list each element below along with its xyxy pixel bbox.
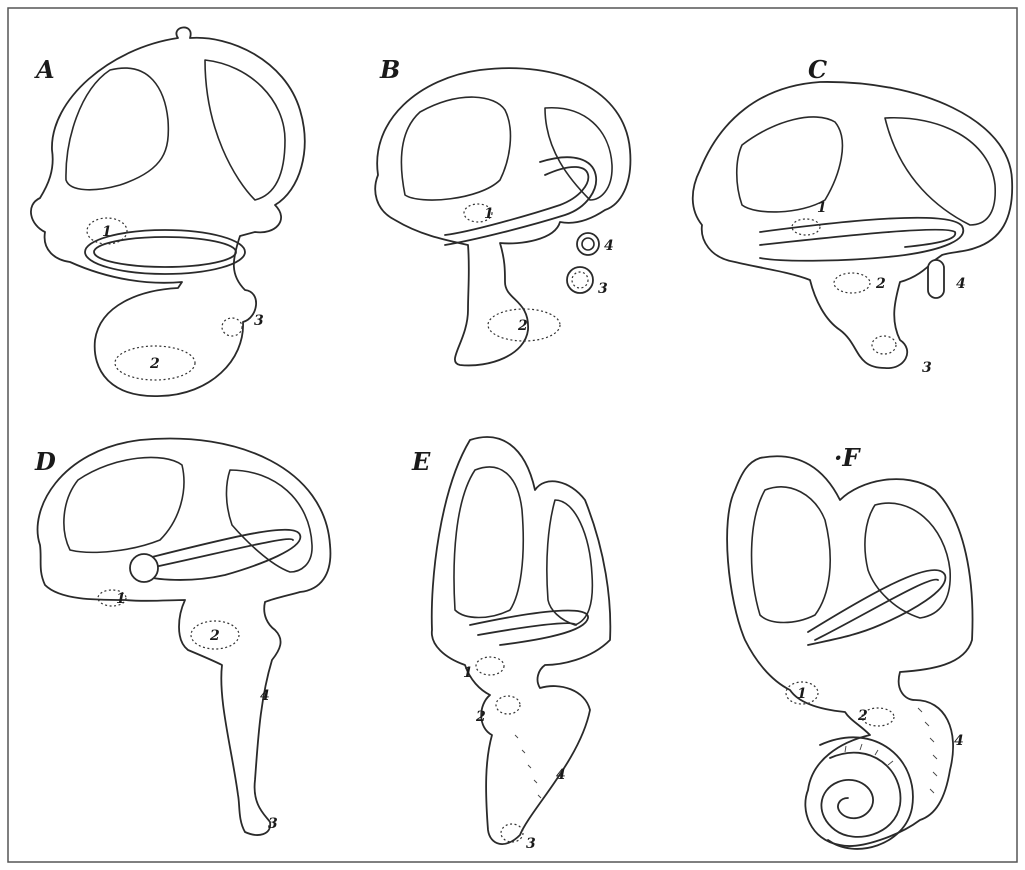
panel-b-num-4: 4	[604, 238, 614, 254]
panel-e-label: E	[411, 447, 431, 476]
panel-e-num-2: 2	[475, 709, 486, 725]
panel-c-num-4: 4	[956, 276, 966, 292]
panel-a-num-3: 3	[254, 313, 264, 329]
panel-d-num-3: 3	[268, 816, 278, 832]
panel-b: B 1 2 3 4	[375, 55, 630, 365]
panel-f: ·F 1 2 4	[727, 443, 972, 849]
panel-a: A 1 2 3	[31, 27, 305, 396]
panel-b-num-1: 1	[484, 206, 494, 222]
panel-d-num-1: 1	[116, 591, 126, 607]
panel-f-label: ·F	[834, 443, 861, 472]
panel-c-num-1: 1	[817, 200, 827, 216]
panel-c-num-2: 2	[875, 276, 886, 292]
panel-c-label: C	[808, 55, 827, 84]
panel-e: E 1 2 3 4	[411, 437, 610, 852]
panel-d-num-4: 4	[260, 688, 270, 704]
panel-c-num-3: 3	[922, 360, 932, 376]
panel-f-num-1: 1	[797, 686, 807, 702]
panel-c: C 1 2 3 4	[693, 55, 1012, 376]
panel-a-label: A	[34, 55, 55, 84]
panel-d-label: D	[34, 447, 56, 476]
panel-b-num-2: 2	[517, 318, 528, 334]
panel-d: D 1 2 3 4	[34, 438, 330, 834]
panel-e-num-4: 4	[556, 767, 566, 783]
panel-b-num-3: 3	[598, 281, 608, 297]
panel-a-num-1: 1	[102, 224, 112, 240]
panel-f-num-2: 2	[857, 708, 868, 724]
panel-b-label: B	[379, 55, 400, 84]
panel-e-num-1: 1	[463, 665, 473, 681]
panel-d-num-2: 2	[209, 628, 220, 644]
panel-f-num-4: 4	[954, 733, 964, 749]
panel-a-num-2: 2	[149, 356, 160, 372]
panel-e-num-3: 3	[526, 836, 536, 852]
